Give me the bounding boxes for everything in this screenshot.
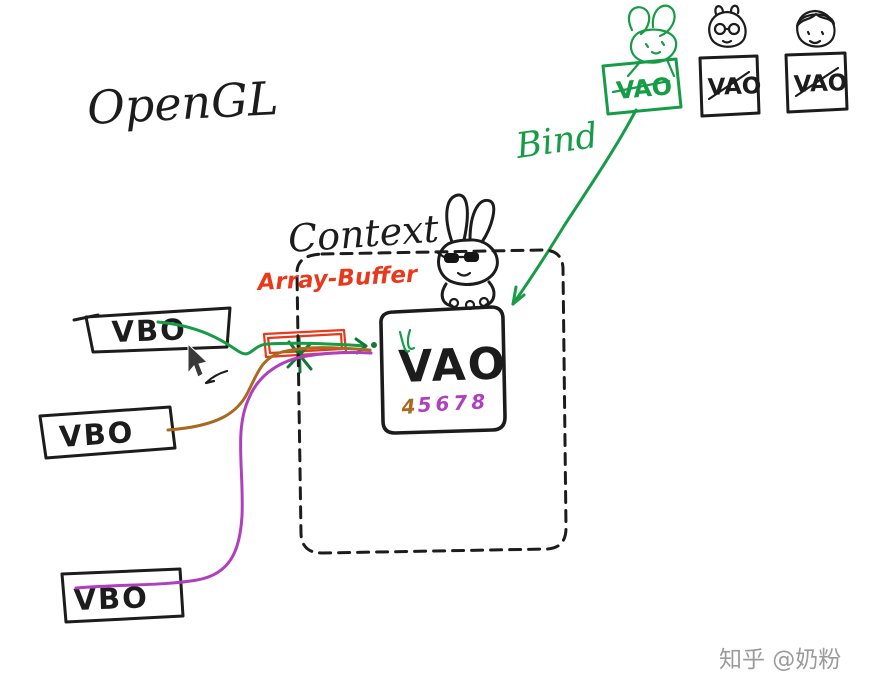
watermark-text: 知乎 @奶粉	[719, 647, 841, 673]
pen-doodle-icon	[204, 369, 229, 385]
vao-card-right-label: VAO	[793, 70, 847, 98]
mouse-cursor-icon	[187, 342, 229, 385]
vao-number-first: 4	[400, 394, 417, 419]
vao-card-left: VAO	[698, 4, 762, 118]
vbo-middle-label: VBO	[58, 415, 135, 454]
vao-card-right: VAO	[784, 9, 849, 114]
bind-arrow	[511, 108, 638, 306]
vbo-bottom-box: VBO	[60, 567, 185, 624]
rabbit-sunglasses-left	[444, 253, 459, 263]
vao-number-rest: 5678	[417, 389, 490, 417]
black-rabbit-doodle	[436, 193, 499, 311]
array-buffer-label: Array-Buffer	[255, 262, 420, 297]
green-scribble-on-vao	[398, 328, 416, 353]
vao-main-box: VAO 4 5678	[379, 305, 508, 435]
title-text: OpenGL	[86, 71, 280, 135]
vao-card-left-label: VAO	[707, 73, 761, 101]
vbo-top-box: VBO	[72, 306, 232, 354]
bind-label: Bind	[513, 116, 601, 167]
green-vao-sign: VAO	[601, 57, 683, 116]
vbo-top-label: VBO	[111, 312, 187, 349]
connector-brown	[166, 346, 372, 432]
connector-purple	[74, 350, 373, 590]
vbo-middle-box: VBO	[38, 405, 177, 460]
green-rabbit-doodle	[626, 4, 678, 78]
green-vao-sign-label: VAO	[615, 72, 673, 105]
vao-main-label: VAO	[398, 338, 508, 393]
context-dashed-boundary	[295, 248, 568, 555]
rabbit-sunglasses-right	[464, 252, 479, 262]
connector-green-endpoint	[371, 342, 377, 348]
